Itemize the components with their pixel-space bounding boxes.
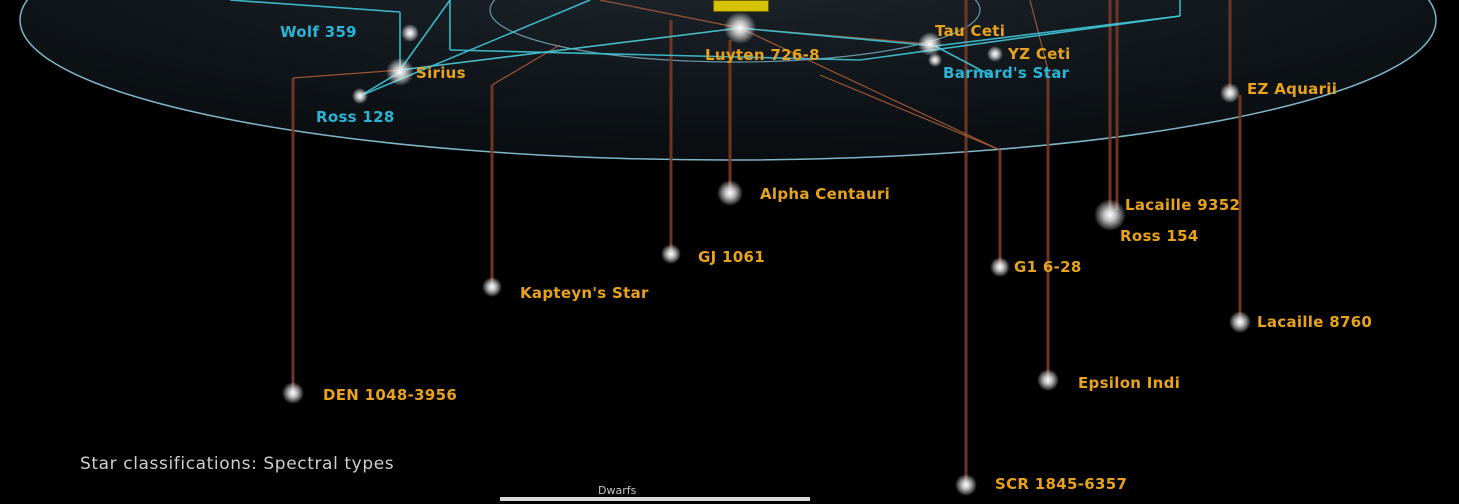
sun-marker xyxy=(713,0,769,12)
legend-color-bar xyxy=(500,497,810,501)
label-den1048: DEN 1048-3956 xyxy=(323,386,457,404)
star-labels: Wolf 359 Sirius Ross 128 Luyten 726-8 Ta… xyxy=(280,22,1372,493)
star-glow-sirius xyxy=(386,58,414,86)
star-glow-ross128 xyxy=(352,88,368,104)
legend-title: Star classifications: Spectral types xyxy=(80,454,395,474)
label-ross128: Ross 128 xyxy=(316,108,395,126)
label-epsindi: Epsilon Indi xyxy=(1078,374,1180,392)
label-tauceti: Tau Ceti xyxy=(935,22,1005,40)
label-sirius: Sirius xyxy=(416,64,466,82)
star-glow-tauceti xyxy=(918,32,942,56)
star-glow-lacaille9352 xyxy=(1094,199,1126,231)
star-glow-kapteyn xyxy=(482,277,502,297)
star-markers xyxy=(282,12,1251,496)
label-gj1061: GJ 1061 xyxy=(698,248,765,266)
star-glow-wolf359 xyxy=(401,24,419,42)
label-scr1845: SCR 1845-6357 xyxy=(995,475,1127,493)
star-glow-gj1061 xyxy=(661,244,681,264)
label-wolf359: Wolf 359 xyxy=(280,23,357,41)
star-glow-yzceti xyxy=(987,46,1003,62)
outer-distance-ring xyxy=(19,0,1437,161)
label-alphacen: Alpha Centauri xyxy=(760,185,890,203)
inner-distance-ring xyxy=(489,0,981,63)
label-lacaille8760: Lacaille 8760 xyxy=(1257,313,1372,331)
label-luyten: Luyten 726-8 xyxy=(705,46,820,64)
label-ross154: Ross 154 xyxy=(1120,227,1199,245)
star-glow-g628 xyxy=(990,257,1010,277)
star-glow-barnard xyxy=(928,53,942,67)
label-ezaquarii: EZ Aquarii xyxy=(1247,80,1337,98)
star-glow-ezaquarii xyxy=(1220,83,1240,103)
drop-lines xyxy=(291,0,1242,485)
star-glow-epsindi xyxy=(1037,369,1059,391)
star-glow-scr1845 xyxy=(955,474,977,496)
label-g628: G1 6-28 xyxy=(1014,258,1082,276)
star-glow-den1048 xyxy=(282,382,304,404)
label-barnard: Barnard's Star xyxy=(943,64,1070,82)
legend-subtitle: Dwarfs xyxy=(598,484,637,497)
label-kapteyn: Kapteyn's Star xyxy=(520,284,649,302)
star-glow-luyten xyxy=(724,12,756,44)
star-glow-alphacen xyxy=(717,180,743,206)
label-yzceti: YZ Ceti xyxy=(1007,45,1071,63)
star-glow-lacaille8760 xyxy=(1229,311,1251,333)
label-lacaille9352: Lacaille 9352 xyxy=(1125,196,1240,214)
cyan-links xyxy=(229,0,1181,97)
